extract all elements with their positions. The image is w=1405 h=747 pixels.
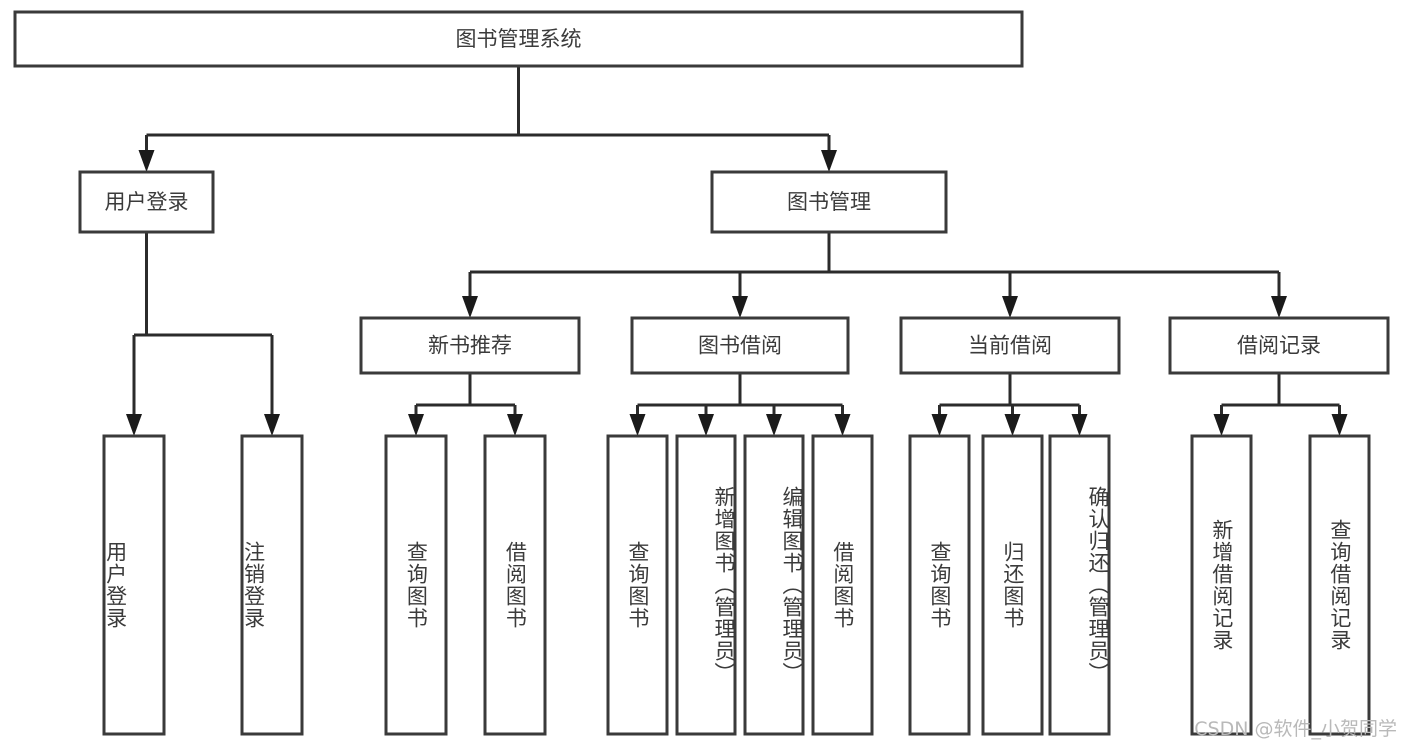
connector-arrowhead-icon [834, 414, 851, 436]
connector-arrowhead-icon [1002, 296, 1018, 318]
connector-arrowhead-icon [462, 296, 478, 318]
node-box-leaf-add-book[interactable] [675, 434, 737, 736]
connector-arrowhead-icon [732, 296, 748, 318]
node-box-book-manage[interactable] [710, 170, 948, 234]
node-box-root[interactable] [13, 10, 1024, 68]
node-box-leaf-borrow-book-2[interactable] [811, 434, 874, 736]
node-box-user-login[interactable] [78, 170, 215, 234]
watermark-text: CSDN @软件_小贺同学 [1194, 718, 1397, 740]
node-label-current-borrow: 当前借阅 [968, 334, 1052, 358]
connector-arrowhead-icon [1271, 296, 1287, 318]
connector-arrowhead-icon [138, 150, 155, 172]
node-label-root: 图书管理系统 [456, 27, 582, 51]
node-box-leaf-edit-book[interactable] [743, 434, 805, 736]
node-box-leaf-borrow-book-1[interactable] [483, 434, 547, 736]
node-box-leaf-query-record[interactable] [1308, 434, 1371, 736]
connector-arrowhead-icon [408, 414, 424, 436]
connector-arrowhead-icon [766, 414, 782, 436]
node-box-leaf-query-book-3[interactable] [908, 434, 971, 736]
node-box-current-borrow[interactable] [899, 316, 1121, 375]
connector-arrowhead-icon [698, 414, 714, 436]
node-box-book-borrow[interactable] [630, 316, 850, 375]
connector-arrowhead-icon [507, 414, 523, 436]
node-label-new-book-recommend: 新书推荐 [428, 334, 512, 358]
node-box-leaf-add-record[interactable] [1190, 434, 1253, 736]
connector-arrowhead-icon [264, 414, 280, 436]
node-box-leaf-query-book-2[interactable] [606, 434, 669, 736]
node-label-user-login: 用户登录 [105, 190, 189, 214]
node-box-borrow-record[interactable] [1168, 316, 1390, 375]
connector-arrowhead-icon [931, 414, 948, 436]
node-label-borrow-record: 借阅记录 [1237, 334, 1321, 358]
node-label-book-manage: 图书管理 [787, 190, 871, 214]
node-label-book-borrow: 图书借阅 [698, 334, 782, 358]
node-box-leaf-confirm-return[interactable] [1048, 434, 1111, 736]
connector-layer [126, 66, 1348, 436]
connector-arrowhead-icon [821, 150, 837, 172]
connector-arrowhead-icon [1331, 414, 1348, 436]
node-box-layer [13, 10, 1390, 736]
connector-arrowhead-icon [629, 414, 646, 436]
connector-arrowhead-icon [126, 414, 142, 436]
node-box-leaf-user-logout[interactable] [240, 434, 304, 736]
connector-arrowhead-icon [1213, 414, 1230, 436]
connector-arrowhead-icon [1004, 414, 1021, 436]
connector-arrowhead-icon [1071, 414, 1088, 436]
node-box-leaf-user-login[interactable] [102, 434, 166, 736]
node-box-leaf-query-book-1[interactable] [384, 434, 448, 736]
node-box-new-book-recommend[interactable] [359, 316, 581, 375]
node-box-leaf-return-book[interactable] [981, 434, 1044, 736]
